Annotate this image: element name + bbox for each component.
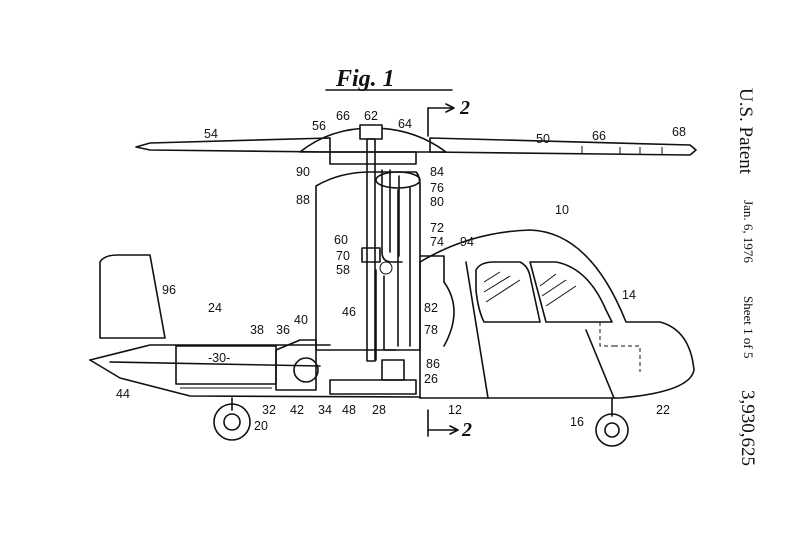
ref-num: 46 bbox=[342, 305, 356, 319]
engine-housing bbox=[315, 171, 445, 351]
ref-num: 26 bbox=[424, 372, 438, 386]
ref-num: 80 bbox=[430, 195, 444, 209]
ref-num: -30- bbox=[208, 351, 230, 365]
fuselage bbox=[89, 229, 695, 399]
ref-num: 58 bbox=[336, 263, 350, 277]
ref-num: 44 bbox=[116, 387, 130, 401]
ref-num: 68 bbox=[672, 125, 686, 139]
ref-num: 24 bbox=[208, 301, 222, 315]
ref-num: 20 bbox=[254, 419, 268, 433]
ref-num: 66 bbox=[592, 129, 606, 143]
rotor-blade-right bbox=[429, 137, 697, 156]
cabin-window-front bbox=[529, 261, 613, 323]
hub-cap bbox=[359, 124, 383, 140]
ref-num: 66 bbox=[336, 109, 350, 123]
ref-num: 72 bbox=[430, 221, 444, 235]
ref-num: 70 bbox=[336, 249, 350, 263]
section-lines: 2 2 bbox=[427, 97, 472, 441]
housing-outline bbox=[315, 171, 421, 351]
cabin-window-rear bbox=[475, 261, 541, 323]
tail-boom-top bbox=[89, 344, 331, 361]
ref-num: 14 bbox=[622, 288, 636, 302]
ref-num: 60 bbox=[334, 233, 348, 247]
ref-num: 54 bbox=[204, 127, 218, 141]
ref-num: 94 bbox=[460, 235, 474, 249]
rear-wheel bbox=[213, 403, 251, 441]
landing-gear bbox=[213, 397, 629, 447]
ref-num: 86 bbox=[426, 357, 440, 371]
ref-num: 38 bbox=[250, 323, 264, 337]
hub-base bbox=[329, 151, 417, 165]
rotor-mast bbox=[366, 138, 376, 362]
ref-num: 32 bbox=[262, 403, 276, 417]
rotor-assembly bbox=[135, 124, 697, 165]
mast-and-ducting bbox=[361, 138, 403, 362]
nose-wheel bbox=[595, 413, 629, 447]
ref-num: 74 bbox=[430, 235, 444, 249]
figure-label: Fig. 1 bbox=[335, 66, 395, 92]
ref-num: 22 bbox=[656, 403, 670, 417]
ref-num: 42 bbox=[290, 403, 304, 417]
ref-num: 56 bbox=[312, 119, 326, 133]
ref-num: 82 bbox=[424, 301, 438, 315]
cabin-outline bbox=[419, 229, 695, 399]
ref-num: 40 bbox=[294, 313, 308, 327]
reference-numerals: 10 12 14 16 20 22 24 26 28 -30- 32 34 36… bbox=[116, 109, 686, 433]
tail-fin bbox=[99, 254, 166, 339]
ref-num: 76 bbox=[430, 181, 444, 195]
ref-num: 90 bbox=[296, 165, 310, 179]
ref-num: 48 bbox=[342, 403, 356, 417]
ref-num: 16 bbox=[570, 415, 584, 429]
ref-num: 84 bbox=[430, 165, 444, 179]
tail-boom-bottom bbox=[89, 359, 421, 398]
ref-num: 78 bbox=[424, 323, 438, 337]
rotor-blade-left bbox=[135, 137, 331, 153]
ref-num: 10 bbox=[555, 203, 569, 217]
ref-num: 34 bbox=[318, 403, 332, 417]
ref-num: 28 bbox=[372, 403, 386, 417]
ref-num: 88 bbox=[296, 193, 310, 207]
section-mark-bottom: 2 bbox=[461, 419, 472, 441]
ref-num: 50 bbox=[536, 132, 550, 146]
ref-num: 64 bbox=[398, 117, 412, 131]
ref-num: 96 bbox=[162, 283, 176, 297]
ref-num: 12 bbox=[448, 403, 462, 417]
ref-num: 36 bbox=[276, 323, 290, 337]
ref-num: 62 bbox=[364, 109, 378, 123]
section-mark-top: 2 bbox=[459, 97, 470, 119]
